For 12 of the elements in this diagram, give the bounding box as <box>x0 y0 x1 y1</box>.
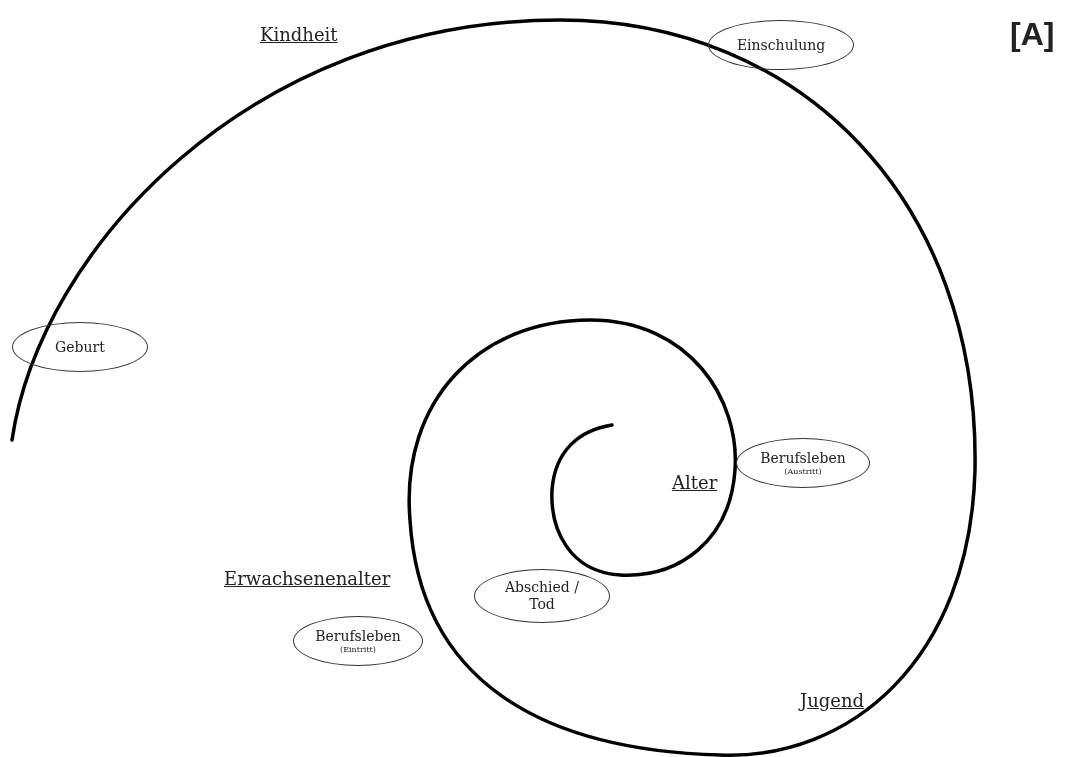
event-note: (Eintritt) <box>340 644 376 655</box>
life-stage-label: Alter <box>672 472 718 493</box>
event-label: Abschied / Tod <box>504 579 580 613</box>
event-note: (Austritt) <box>784 466 822 477</box>
life-stage-label: Erwachsenenalter <box>224 568 391 589</box>
event-label: Einschulung <box>736 36 826 54</box>
panel-letter: [A] <box>1010 16 1055 53</box>
event-label: Berufsleben <box>760 449 846 467</box>
life-stage-label: Kindheit <box>260 24 338 45</box>
life-stage-label: Jugend <box>800 690 865 711</box>
event-label: Geburt <box>55 338 105 356</box>
event-label: Berufsleben <box>315 627 401 645</box>
